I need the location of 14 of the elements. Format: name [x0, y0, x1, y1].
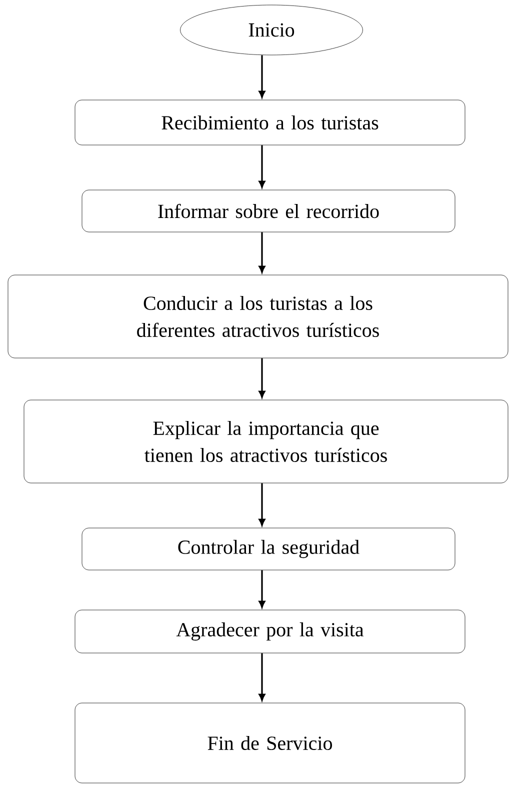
process-box: Informar sobre el recorrido [82, 190, 456, 232]
arrow [258, 55, 266, 98]
process-box: Fin de Servicio [74, 702, 466, 784]
process-box: Recibimiento a los turistas [74, 100, 466, 146]
arrow [258, 653, 266, 701]
process-box: Agradecer por la visita [74, 610, 466, 654]
arrow [258, 570, 266, 608]
process-box: Controlar la seguridad [82, 528, 456, 570]
process-box: Conducir a los turistas a los diferentes atractivos turísticos [8, 274, 508, 358]
process-box: Explicar la importancia que tienen los atractivos turísticos [24, 400, 508, 484]
arrow [258, 358, 266, 398]
arrow [258, 483, 266, 526]
arrow [258, 232, 266, 273]
arrow [258, 145, 266, 188]
